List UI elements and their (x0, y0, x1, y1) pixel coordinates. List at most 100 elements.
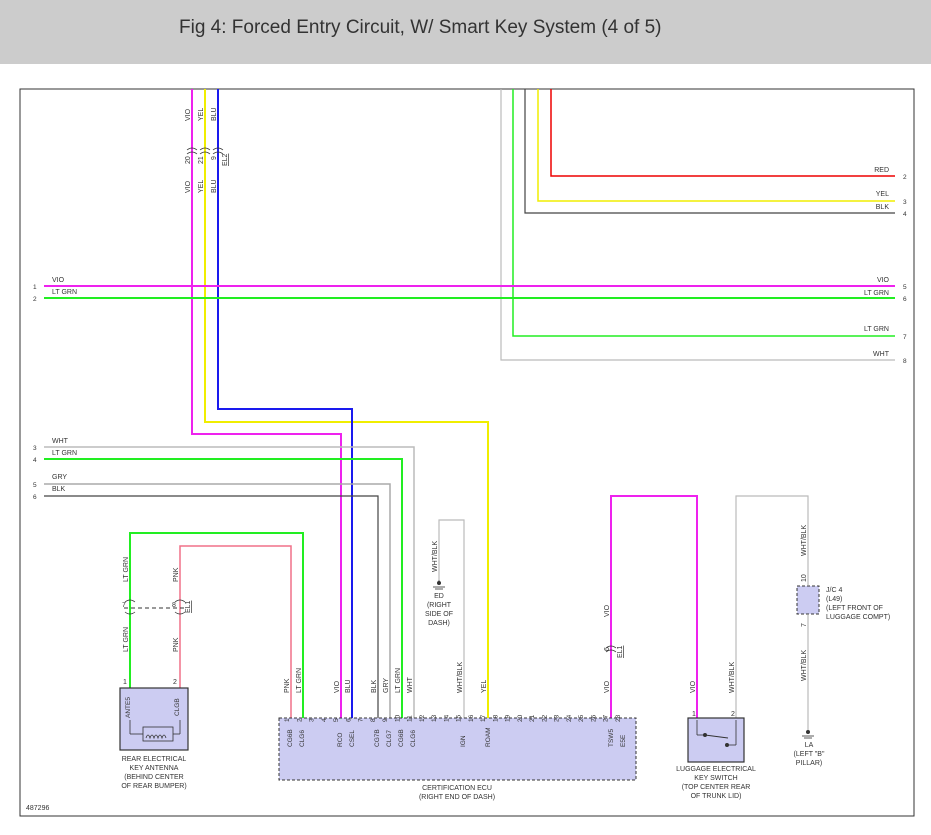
right-wire-labels: RED 2 YEL 3 BLK 4 VIO 5 LT GRN 6 LT GRN … (864, 167, 907, 365)
label-left-ltgrn-2: LT GRN (52, 450, 77, 457)
svg-text:LT GRN: LT GRN (395, 668, 402, 693)
label-jc4-whtblk-bottom: WHT/BLK (801, 650, 808, 681)
ecu-pin-number: 20 (517, 714, 524, 722)
ecu-pin-number: 10 (394, 714, 401, 722)
svg-text:(LEFT FRONT OF: (LEFT FRONT OF (826, 605, 883, 612)
label-antenna-ltgrn-bottom: LT GRN (123, 627, 130, 652)
label-left-ltgrn: LT GRN (52, 289, 77, 296)
tsw-connector: VIO 6 EL1 (604, 604, 624, 658)
label-left-gry: GRY (52, 474, 67, 481)
ecu-pin-number: 11 (407, 715, 414, 722)
label-pin-left-2: 2 (33, 296, 37, 303)
diagram-frame (19, 88, 915, 817)
label-pin-right-3: 3 (903, 199, 907, 206)
svg-text:CLG6: CLG6 (410, 730, 417, 747)
figure-number: 487296 (26, 805, 49, 812)
label-antenna-pnk-bottom: PNK (173, 637, 180, 652)
ecu-pin-number: 18 (492, 714, 499, 722)
label-antenna-clgb: CLGB (174, 698, 181, 716)
svg-text:YEL: YEL (481, 680, 488, 693)
wire-red-right (550, 89, 895, 177)
svg-text:REAR ELECTRICAL: REAR ELECTRICAL (122, 756, 187, 763)
label-right-ltgrn-2: LT GRN (864, 326, 889, 333)
ground-la-icon (806, 730, 810, 734)
svg-text:J/C 4: J/C 4 (826, 587, 842, 594)
rear-antenna-component: ANTE5 CLGB (119, 687, 189, 751)
svg-text:(RIGHT END OF DASH): (RIGHT END OF DASH) (419, 794, 495, 801)
wire-whtblk-luggage (735, 495, 809, 718)
svg-text:SIDE OF: SIDE OF (425, 611, 453, 618)
wire-yel-top (204, 89, 489, 718)
ecu-pin-number: 28 (615, 714, 622, 722)
svg-text:CERTIFICATION ECU: CERTIFICATION ECU (422, 785, 492, 792)
ecu-pin-number: 8 (370, 718, 377, 722)
svg-text:KEY SWITCH: KEY SWITCH (694, 775, 737, 782)
label-left-wht: WHT (52, 438, 69, 445)
wire-vio-top (191, 89, 342, 718)
label-pin-left-1: 1 (33, 284, 37, 291)
ecu-pin-number: 13 (431, 714, 438, 722)
cert-ecu-caption: CERTIFICATION ECU (RIGHT END OF DASH) (419, 785, 495, 801)
ecu-pin-number: 5 (333, 718, 340, 722)
ecu-pin-number: 7 (358, 718, 365, 722)
label-pin-left-4: 4 (33, 457, 37, 464)
label-right-wht: WHT (873, 351, 890, 358)
ecu-pin-number: 19 (505, 714, 512, 722)
svg-text:CG6B: CG6B (398, 729, 405, 747)
wire-yel-right (537, 89, 895, 202)
label-ed-whtblk: WHT/BLK (432, 541, 439, 572)
label-antenna-pnk-top: PNK (173, 567, 180, 582)
label-jc4-pin-10: 10 (801, 574, 808, 582)
svg-text:DASH): DASH) (428, 620, 450, 627)
label-right-ltgrn-1: LT GRN (864, 290, 889, 297)
svg-text:VIO: VIO (334, 680, 341, 693)
ecu-pin-number: 2 (296, 718, 303, 722)
label-pin-20: 20 (185, 156, 192, 164)
svg-text:OF TRUNK LID): OF TRUNK LID) (691, 793, 742, 800)
svg-text:PILLAR): PILLAR) (796, 760, 822, 767)
wire-blk-left (44, 495, 379, 718)
label-antenna-connector-el1: EL1 (185, 600, 192, 613)
figure-title: Fig 4: Forced Entry Circuit, W/ Smart Ke… (179, 17, 662, 38)
label-pin-left-5: 5 (33, 482, 37, 489)
wire-ltgrn-left (44, 458, 403, 718)
ecu-pin-number: 15 (456, 714, 463, 722)
label-tsw-vio: VIO (604, 604, 611, 617)
ecu-pin-number: 26 (590, 714, 597, 722)
svg-text:CG6B: CG6B (287, 729, 294, 747)
svg-text:VIO: VIO (690, 680, 697, 693)
luggage-switch-caption: LUGGAGE ELECTRICAL KEY SWITCH (TOP CENTE… (676, 766, 756, 800)
wire-whtblk-ed (438, 519, 465, 718)
svg-text:LT GRN: LT GRN (296, 668, 303, 693)
label-tsw-pin-6: 6 (604, 647, 611, 651)
svg-text:WHT/BLK: WHT/BLK (457, 662, 464, 693)
svg-text:CG7B: CG7B (374, 729, 381, 747)
ecu-pin-number: 27 (603, 714, 610, 722)
label-right-red: RED (874, 167, 889, 174)
svg-text:ROAM: ROAM (485, 728, 492, 748)
ground-la: LA (LEFT "B" PILLAR) (794, 730, 825, 767)
label-antenna-pin-2: 2 (173, 679, 177, 686)
label-top-yel-2: YEL (198, 180, 205, 193)
ecu-pin-number: 16 (468, 714, 475, 722)
label-antenna-ante5: ANTE5 (125, 697, 132, 718)
ecu-pin-number: 21 (529, 714, 536, 722)
svg-text:LUGGAGE ELECTRICAL: LUGGAGE ELECTRICAL (676, 766, 756, 773)
wire-wht-left (44, 446, 415, 718)
svg-text:RCO: RCO (337, 733, 344, 747)
svg-text:TSW5: TSW5 (608, 729, 615, 747)
ecu-pin-number: 9 (382, 718, 389, 722)
label-top-blu-2: BLU (211, 179, 218, 193)
cert-ecu-component (278, 717, 637, 781)
ground-ed-icon (437, 581, 441, 585)
jc4-junction: WHT/BLK 10 7 WHT/BLK J/C 4 (L49) (LEFT F… (796, 525, 890, 681)
label-pin-right-6: 6 (903, 296, 907, 303)
left-wire-labels: 1 VIO 2 LT GRN 3 WHT 4 LT GRN 5 GRY 6 BL… (33, 277, 77, 501)
svg-text:KEY ANTENNA: KEY ANTENNA (130, 765, 179, 772)
wire-pnk-antenna (179, 545, 292, 718)
ground-ed: WHT/BLK ED (RIGHT SIDE OF DASH) (425, 541, 453, 627)
ecu-pin-number: 3 (309, 718, 316, 722)
svg-text:2: 2 (731, 711, 735, 718)
